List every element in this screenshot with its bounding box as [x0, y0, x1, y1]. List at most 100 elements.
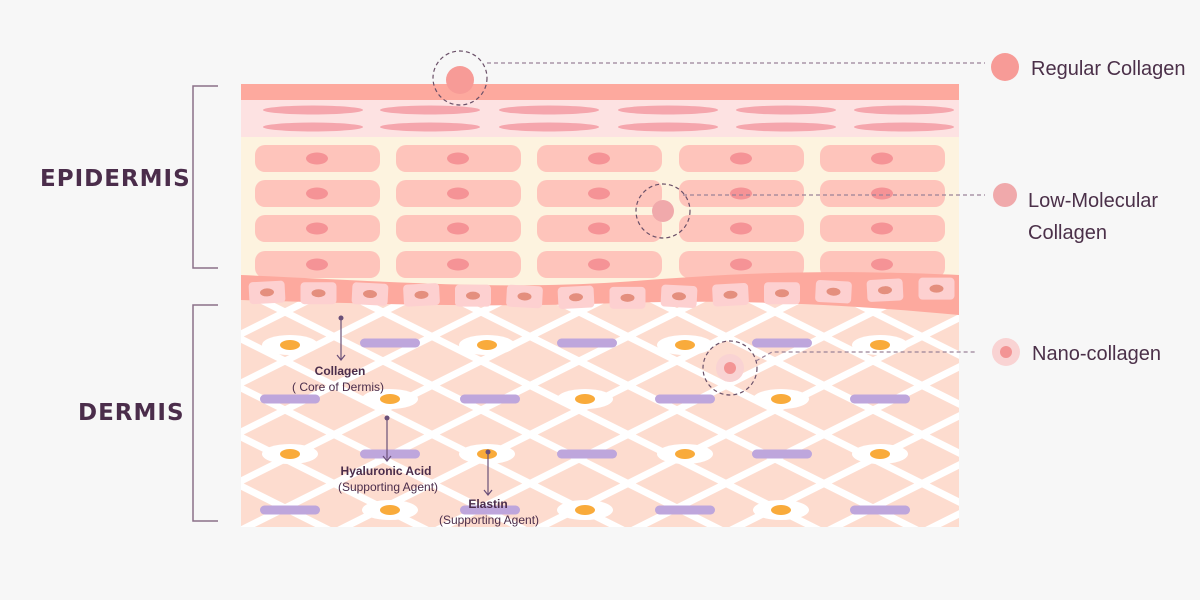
collagen-fiber: [241, 290, 625, 485]
collagen-fiber: [1123, 290, 1200, 530]
legend-item-nano-collagen: Nano-collagen: [992, 338, 1161, 366]
collagen-fiber: [241, 433, 429, 527]
regular-collagen-swatch: [991, 53, 1019, 81]
cell-nucleus: [588, 187, 610, 200]
collagen-fiber: [0, 290, 35, 530]
granular-cell: [736, 105, 836, 115]
elastin-fiber: [260, 505, 320, 515]
collagen-fiber: [0, 290, 35, 530]
hyaluronic-acid: [280, 449, 300, 459]
basal-cell: [506, 284, 543, 309]
elastin-fiber: [655, 505, 715, 515]
cell-nucleus: [871, 258, 893, 271]
cell-nucleus: [871, 187, 893, 200]
regular-collagen-callout: [432, 50, 985, 106]
collagen-fiber: [241, 482, 331, 527]
nano-collagen-callout: [702, 340, 976, 396]
granular-cell: [499, 105, 599, 115]
dermis-bracket: [192, 304, 218, 522]
annotation-pointers: [336, 318, 493, 496]
hyaluronic-acid: [675, 340, 695, 350]
basal-cell: [712, 283, 749, 307]
elastin-fiber: [850, 394, 910, 404]
cell-nucleus: [306, 187, 328, 200]
collagen-annotation-title: Collagen: [315, 364, 366, 378]
epidermis-bracket: [192, 85, 218, 269]
collagen-fiber: [241, 290, 429, 387]
cell-nucleus: [306, 258, 328, 271]
cell-nucleus: [730, 152, 752, 165]
epidermis-label: EPIDERMIS: [40, 166, 191, 192]
cell-nucleus: [871, 222, 893, 235]
legend-item-regular-collagen: Regular Collagen: [991, 53, 1186, 81]
granular-cell: [380, 105, 480, 115]
elastin-fiber: [557, 338, 617, 348]
collagen-fiber: [925, 510, 959, 527]
granular-cell: [736, 122, 836, 132]
legend-label: Nano-collagen: [1032, 343, 1161, 365]
basal-cell: [609, 286, 646, 309]
elastin-fiber: [850, 505, 910, 515]
cell-nucleus: [447, 187, 469, 200]
collagen-fiber: [827, 290, 959, 359]
hyaluronic-annotation-subtitle: (Supporting Agent): [338, 480, 438, 494]
cell-nucleus: [730, 187, 752, 200]
cell-nucleus: [588, 258, 610, 271]
basal-cell: [660, 284, 698, 309]
hyaluronic-acid: [477, 340, 497, 350]
cell-nucleus: [447, 222, 469, 235]
granular-cell: [854, 105, 954, 115]
collagen-fiber: [337, 290, 821, 527]
legend-label: Collagen: [1028, 222, 1107, 244]
collagen-fiber: [435, 290, 919, 527]
brackets: [192, 85, 218, 522]
elastin-fiber: [360, 449, 420, 459]
cell-nucleus: [730, 222, 752, 235]
collagen-fiber: [729, 412, 959, 527]
stratum-corneum: [241, 84, 959, 101]
basal-cell: [351, 282, 389, 306]
cell-nucleus: [588, 152, 610, 165]
basal-cell: [764, 282, 800, 305]
hyaluronic-acid: [771, 394, 791, 404]
collagen-fiber: [1025, 290, 1200, 530]
elastin-fiber: [460, 505, 520, 515]
basal-cell: [403, 283, 440, 307]
collagen-fiber: [925, 290, 959, 310]
cell-nucleus: [871, 152, 893, 165]
low-molecular-collagen-swatch: [993, 183, 1017, 207]
pointer-dot: [338, 315, 344, 321]
elastin-fiber: [752, 338, 812, 348]
basal-cell: [918, 277, 955, 300]
elastin-annotation-title: Elastin: [468, 497, 507, 511]
legend: Regular Collagen Low-Molecular Collagen …: [991, 53, 1186, 366]
hyaluronic-acid: [380, 505, 400, 515]
pointer-dot: [384, 415, 390, 421]
cell-nucleus: [588, 222, 610, 235]
basal-cell: [455, 284, 491, 307]
low-molecular-collagen-callout: [635, 183, 985, 239]
collagen-fiber: [729, 290, 959, 408]
hyaluronic-acid: [870, 449, 890, 459]
elastin-fiber: [752, 449, 812, 459]
cell-nucleus: [306, 152, 328, 165]
basal-cell: [557, 285, 595, 310]
elastin-fiber: [260, 394, 320, 404]
collagen-fiber: [827, 461, 959, 527]
legend-label: Regular Collagen: [1031, 58, 1186, 80]
hyaluronic-annotation-title: Hyaluronic Acid: [341, 464, 432, 478]
granular-cell: [380, 122, 480, 132]
hyaluronic-acid: [575, 394, 595, 404]
granular-cell: [263, 105, 363, 115]
elastin-fiber: [460, 394, 520, 404]
cell-nucleus: [447, 152, 469, 165]
basal-cell: [248, 280, 286, 305]
hyaluronic-acid: [771, 505, 791, 515]
dermis-label: DERMIS: [78, 400, 185, 426]
dermis-layer: [0, 290, 1200, 530]
stratum-granulosum: [241, 100, 959, 138]
granular-cell: [263, 122, 363, 132]
epidermis-layer: [241, 84, 959, 315]
elastin-fiber: [360, 338, 420, 348]
